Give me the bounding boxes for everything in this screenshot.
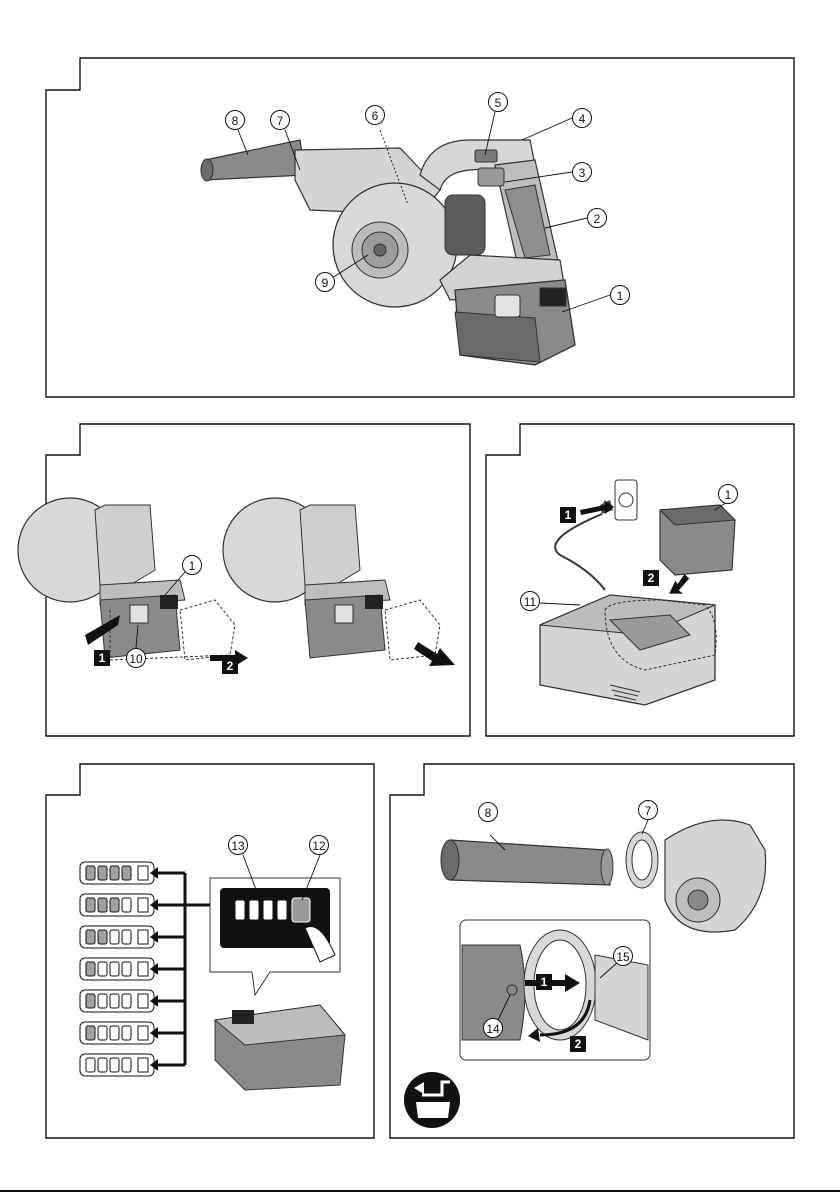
indicator-lamp xyxy=(110,866,119,880)
indicator-row xyxy=(80,862,185,884)
step-2-marker: 2 xyxy=(570,1036,586,1052)
indicator-row xyxy=(80,958,185,980)
indicator-lamp xyxy=(110,1058,119,1072)
step-1-marker: 1 xyxy=(560,507,576,523)
indicator-lamp xyxy=(110,930,119,944)
figure-5-panel: 8 7 15 14 1 2 xyxy=(380,750,840,1150)
callout-8: 8 xyxy=(225,110,245,130)
indicator-lamp xyxy=(98,898,107,912)
callout-14: 14 xyxy=(483,1018,503,1038)
indicator-lamp xyxy=(277,900,287,920)
indicator-lamp xyxy=(110,1026,119,1040)
indicator-lamp xyxy=(86,962,95,976)
indicator-lamp xyxy=(122,962,131,976)
indicator-lamp xyxy=(122,930,131,944)
battery-check-icon xyxy=(138,1058,148,1072)
callout-13: 13 xyxy=(228,835,248,855)
step-1-marker: 1 xyxy=(536,974,552,990)
callout-1: 1 xyxy=(610,285,630,305)
battery-check-icon xyxy=(138,930,148,944)
callout-5: 5 xyxy=(488,92,508,112)
indicator-lamp xyxy=(98,962,107,976)
callout-11: 11 xyxy=(520,591,540,611)
blower-illustration xyxy=(0,0,840,410)
callout-7: 7 xyxy=(270,110,290,130)
figure-4-panel: 13 12 xyxy=(0,750,380,1150)
step-2-marker: 2 xyxy=(643,570,659,586)
callout-3: 3 xyxy=(572,162,592,182)
indicator-lamp xyxy=(86,1026,95,1040)
indicator-lamp xyxy=(110,962,119,976)
callout-4: 4 xyxy=(572,108,592,128)
battery-check-icon xyxy=(138,866,148,880)
callout-15: 15 xyxy=(613,946,633,966)
callout-12: 12 xyxy=(309,835,329,855)
indicator-lamp xyxy=(98,930,107,944)
battery-check-icon xyxy=(138,1026,148,1040)
indicator-lamp xyxy=(86,1058,95,1072)
indicator-row xyxy=(80,926,185,948)
callout-9: 9 xyxy=(315,272,335,292)
callout-7: 7 xyxy=(638,800,658,820)
indicator-lamp xyxy=(98,1058,107,1072)
indicator-row xyxy=(80,990,185,1012)
indicator-lamp xyxy=(235,900,245,920)
indicator-lamp xyxy=(122,994,131,1008)
indicator-lamp xyxy=(249,900,259,920)
indicator-lamp xyxy=(98,866,107,880)
indicator-lamp xyxy=(86,994,95,1008)
charger-illustration xyxy=(480,410,840,750)
figure-1-panel: 8 7 6 5 4 3 2 9 1 xyxy=(0,0,840,410)
callout-10: 10 xyxy=(126,648,146,668)
indicator-lamp xyxy=(98,994,107,1008)
callout-1: 1 xyxy=(182,555,202,575)
indicator-lamp xyxy=(86,866,95,880)
indicator-lamp xyxy=(98,1026,107,1040)
indicator-row xyxy=(80,1022,185,1044)
indicator-lamp xyxy=(263,900,273,920)
indicator-lamp xyxy=(86,898,95,912)
callout-1: 1 xyxy=(718,484,738,504)
callout-8: 8 xyxy=(478,802,498,822)
battery-removal-illustration xyxy=(0,410,480,750)
charge-indicator-illustration xyxy=(0,750,380,1150)
figure-2-panel: 1 10 1 2 xyxy=(0,410,480,750)
indicator-lamp xyxy=(110,898,119,912)
indicator-lamp xyxy=(110,994,119,1008)
indicator-lamp xyxy=(122,1026,131,1040)
nozzle-attach-illustration xyxy=(380,750,840,1150)
check-button-icon xyxy=(292,898,310,922)
callout-6: 6 xyxy=(365,105,385,125)
indicator-lamp xyxy=(86,930,95,944)
battery-check-icon xyxy=(138,898,148,912)
indicator-lamp xyxy=(122,1058,131,1072)
battery-check-icon xyxy=(138,962,148,976)
callout-2: 2 xyxy=(587,208,607,228)
battery-indicator xyxy=(232,1010,254,1024)
indicator-lamp xyxy=(122,866,131,880)
indicator-lamp xyxy=(122,898,131,912)
figure-3-panel: 1 11 1 2 xyxy=(480,410,840,750)
battery-check-icon xyxy=(138,994,148,1008)
step-1-marker: 1 xyxy=(94,650,110,666)
step-2-marker: 2 xyxy=(222,658,238,674)
indicator-row xyxy=(80,1054,185,1076)
